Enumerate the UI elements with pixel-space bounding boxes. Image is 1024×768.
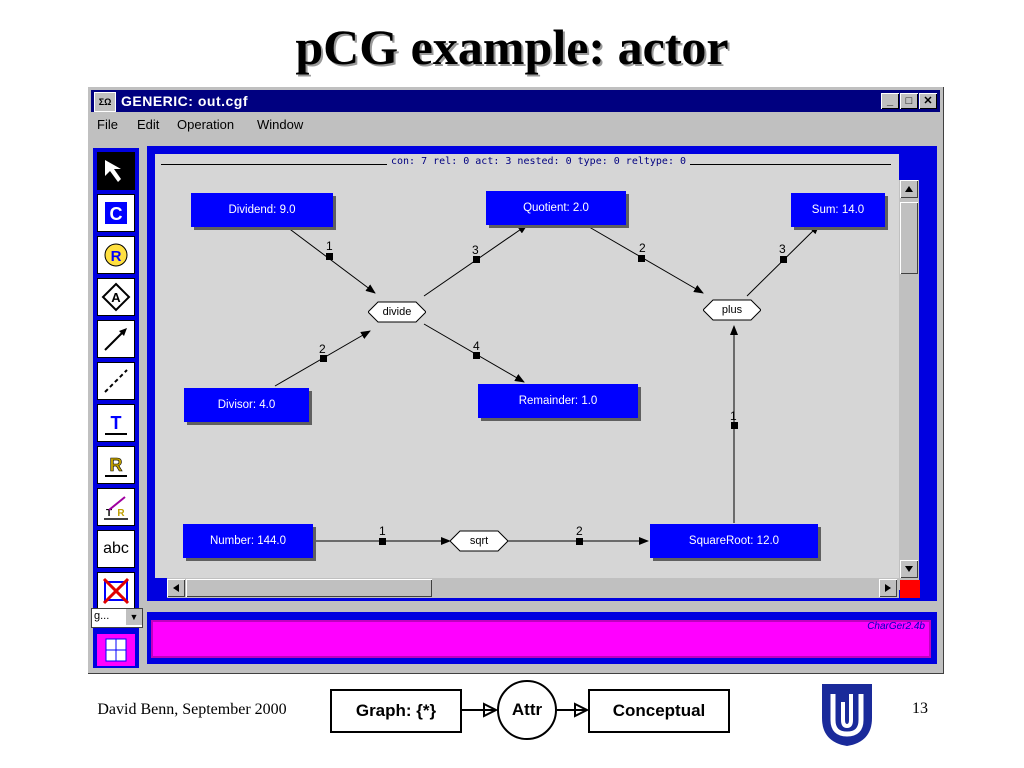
actor-sqrt-label: sqrt bbox=[469, 535, 489, 547]
menu-window[interactable]: Window bbox=[257, 117, 304, 132]
text-tool-label: abc bbox=[103, 540, 129, 557]
vertical-scrollbar[interactable] bbox=[899, 180, 919, 590]
menu-edit[interactable]: Edit bbox=[137, 117, 160, 132]
arc-label-quotient-plus: 2 bbox=[639, 241, 646, 255]
scroll-corner bbox=[900, 580, 920, 598]
svg-text:C: C bbox=[110, 204, 123, 224]
horizontal-scroll-thumb[interactable] bbox=[186, 579, 432, 597]
graph-edges: 1 2 3 4 2 3 1 1 2 bbox=[274, 223, 820, 545]
scroll-left-button[interactable] bbox=[167, 579, 185, 597]
arc-label-sqrt-squareroot: 2 bbox=[576, 524, 583, 538]
vertical-scroll-thumb[interactable] bbox=[900, 202, 918, 274]
legend-graph-box: Graph: {*} bbox=[330, 689, 462, 733]
status-bar: CharGer2.4b bbox=[147, 612, 937, 664]
slide-title: pCG example: actor bbox=[295, 19, 729, 75]
svg-text:T: T bbox=[106, 508, 112, 519]
charger-window: ΣΩ GENERIC: out.cgf _ □ ✕ File Edit Oper… bbox=[87, 86, 944, 674]
version-label: CharGer2.4b bbox=[867, 621, 925, 632]
type-tool-icon[interactable]: T bbox=[97, 404, 135, 442]
chevron-down-icon[interactable]: ▼ bbox=[126, 609, 142, 625]
legend-conceptual-box: Conceptual bbox=[588, 689, 730, 733]
concept-squareroot[interactable]: SquareRoot: 12.0 bbox=[650, 524, 818, 558]
university-logo-icon bbox=[822, 684, 872, 746]
arc-label-dividend-divide: 1 bbox=[326, 239, 333, 253]
reltype-tool-icon[interactable]: R bbox=[97, 446, 135, 484]
concept-number[interactable]: Number: 144.0 bbox=[183, 524, 313, 558]
scroll-up-button[interactable] bbox=[900, 180, 918, 198]
menu-operation[interactable]: Operation bbox=[177, 117, 235, 132]
concept-divisor[interactable]: Divisor: 4.0 bbox=[184, 388, 309, 422]
graph-stats: con: 7 rel: 0 act: 3 nested: 0 type: 0 r… bbox=[387, 156, 691, 167]
arc-label-plus-sum: 3 bbox=[779, 242, 786, 256]
arc-label-squareroot-plus: 1 bbox=[730, 409, 737, 423]
scroll-right-button[interactable] bbox=[879, 579, 897, 597]
relation-tool-icon[interactable]: R bbox=[97, 236, 135, 274]
svg-text:T: T bbox=[111, 413, 122, 433]
horizontal-scrollbar[interactable] bbox=[167, 578, 899, 598]
concept-dividend[interactable]: Dividend: 9.0 bbox=[191, 193, 333, 227]
slide-author: David Benn, September 2000 bbox=[97, 701, 287, 718]
arc-tool-icon[interactable] bbox=[97, 320, 135, 358]
legend-attr-circle: Attr bbox=[497, 680, 557, 740]
actor-tool-icon[interactable]: A bbox=[97, 278, 135, 316]
arrow-select-icon[interactable] bbox=[97, 152, 135, 190]
concept-quotient[interactable]: Quotient: 2.0 bbox=[486, 191, 626, 225]
arc-label-number-sqrt: 1 bbox=[379, 524, 386, 538]
svg-text:A: A bbox=[111, 290, 121, 305]
actor-sqrt[interactable]: sqrt bbox=[450, 530, 508, 552]
svg-text:R: R bbox=[111, 248, 122, 265]
zoom-value: g... bbox=[94, 610, 110, 622]
close-button[interactable]: ✕ bbox=[919, 93, 937, 109]
legend-arrow-2 bbox=[557, 702, 589, 718]
text-tool-icon[interactable]: abc bbox=[97, 530, 135, 568]
app-icon: ΣΩ bbox=[94, 92, 116, 112]
svg-text:R: R bbox=[110, 455, 123, 475]
zoom-select[interactable]: g... ▼ bbox=[91, 608, 143, 628]
maximize-button[interactable]: □ bbox=[900, 93, 918, 109]
menu-bar: File Edit Operation Window bbox=[91, 114, 940, 134]
coref-tool-icon[interactable] bbox=[97, 362, 135, 400]
actor-plus[interactable]: plus bbox=[703, 299, 761, 321]
page-number: 13 bbox=[912, 700, 928, 717]
menu-file[interactable]: File bbox=[97, 117, 118, 132]
actor-divide[interactable]: divide bbox=[368, 301, 426, 323]
arc-label-divisor-divide: 2 bbox=[319, 342, 326, 356]
layout-toggle-icon[interactable] bbox=[95, 632, 137, 668]
concept-sum[interactable]: Sum: 14.0 bbox=[791, 193, 885, 227]
svg-text:R: R bbox=[117, 508, 125, 519]
status-panel: CharGer2.4b bbox=[151, 620, 931, 658]
minimize-button[interactable]: _ bbox=[881, 93, 899, 109]
scroll-down-button[interactable] bbox=[900, 560, 918, 578]
actor-divide-label: divide bbox=[382, 306, 412, 318]
concept-tool-icon[interactable]: C bbox=[97, 194, 135, 232]
concept-remainder[interactable]: Remainder: 1.0 bbox=[478, 384, 638, 418]
arc-label-divide-quotient: 3 bbox=[472, 243, 479, 257]
actor-plus-label: plus bbox=[721, 304, 743, 316]
arc-label-divide-remainder: 4 bbox=[473, 339, 480, 353]
legend-arrow-1 bbox=[462, 702, 498, 718]
window-titlebar[interactable]: ΣΩ GENERIC: out.cgf _ □ ✕ bbox=[91, 90, 940, 112]
window-title: GENERIC: out.cgf bbox=[121, 93, 248, 109]
